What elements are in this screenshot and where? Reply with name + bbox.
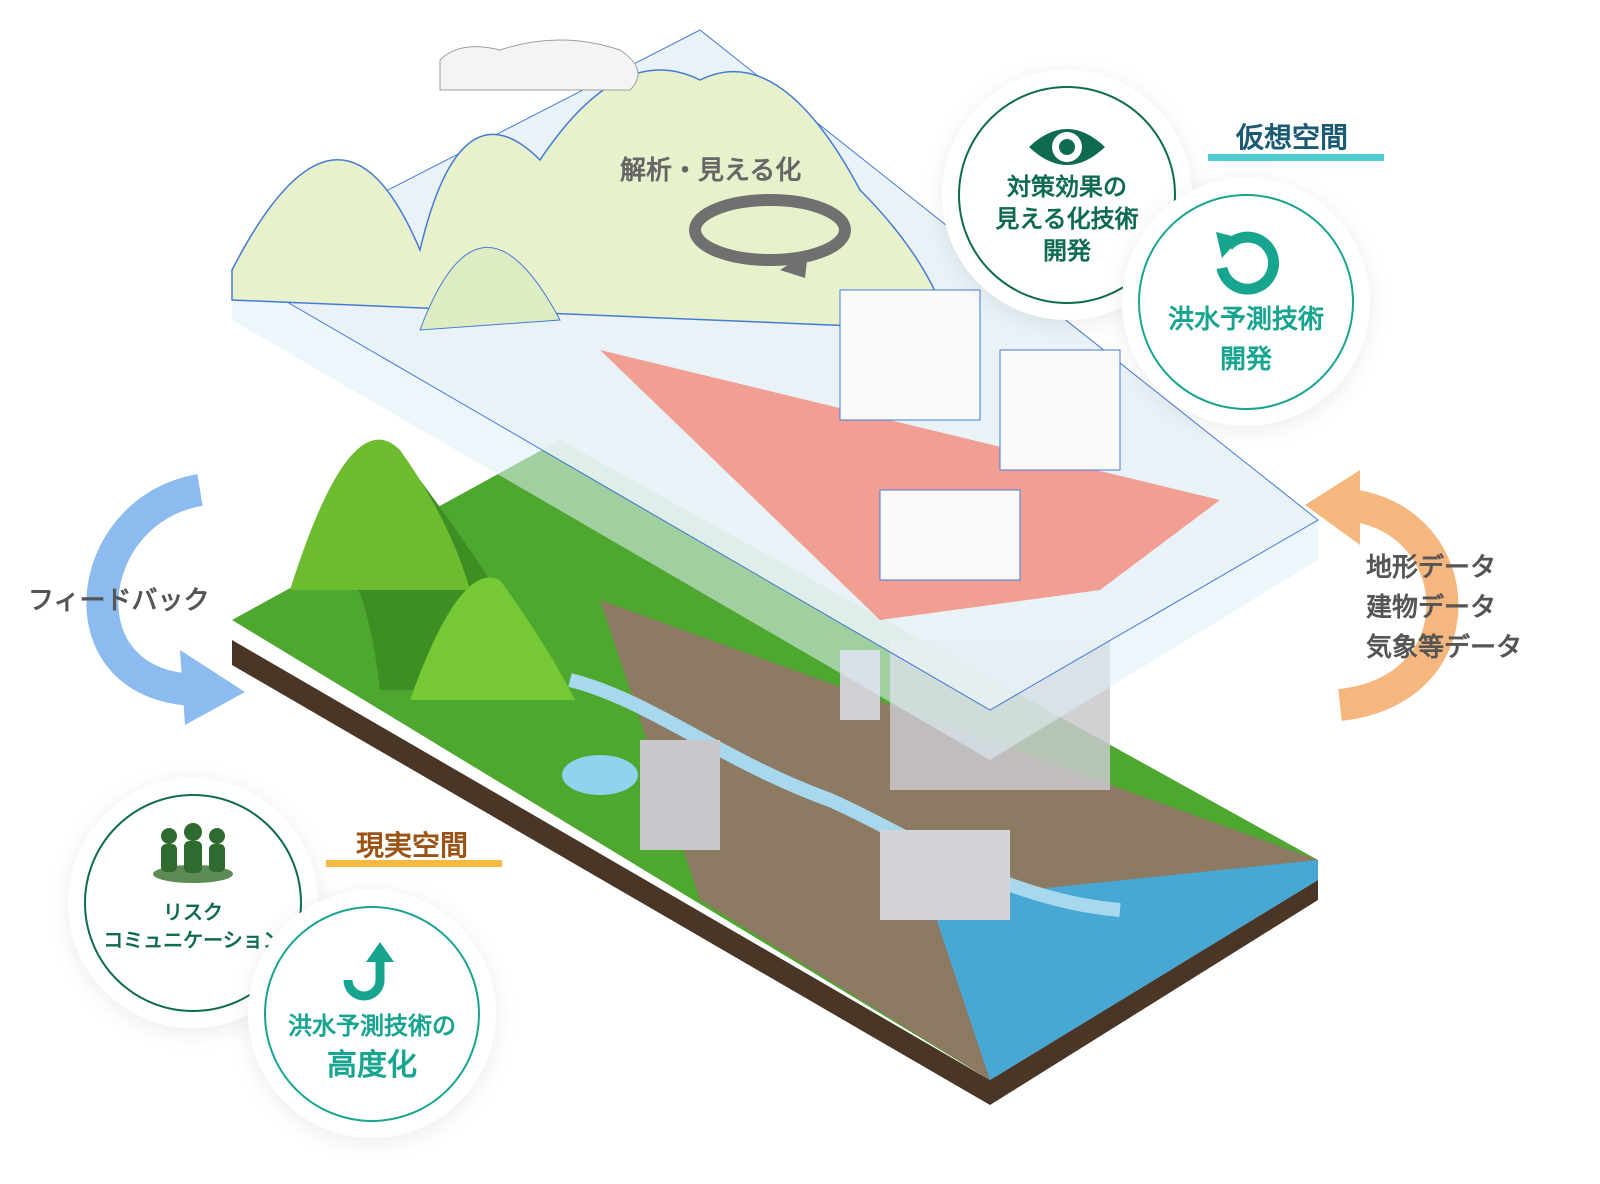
people-icon xyxy=(153,823,233,883)
risk-communication-circle: リスク コミュニケーション xyxy=(84,794,302,1012)
refresh-icon xyxy=(1216,231,1280,295)
real-space-underline xyxy=(326,860,502,867)
real-space-title: 現実空間 xyxy=(356,829,469,862)
circle-text: リスク xyxy=(163,900,223,924)
circle-text: コミュニケーション xyxy=(103,928,283,952)
circle-text: 洪水予測技術の xyxy=(288,1012,456,1040)
circle-text: 開発 xyxy=(1219,345,1272,375)
virtual-space-title: 仮想空間 xyxy=(1236,121,1349,154)
eye-icon xyxy=(1029,129,1105,165)
flood-forecast-advance-circle: 洪水予測技術の 高度化 xyxy=(264,906,480,1122)
data-input-terrain: 地形データ xyxy=(1366,553,1497,583)
visualization-circle: 対策効果の 見える化技術 開発 xyxy=(958,86,1176,304)
data-input-arrow-icon xyxy=(1305,470,1459,721)
virtual-space-underline xyxy=(1208,154,1384,161)
data-inputs-list: 地形データ 建物データ 気象等データ xyxy=(1366,548,1522,668)
circle-text: 高度化 xyxy=(327,1048,417,1083)
circle-text: 対策効果の xyxy=(1007,173,1127,201)
cycle-arrow-icon xyxy=(689,194,851,278)
data-input-weather: 気象等データ xyxy=(1366,633,1523,663)
data-input-building: 建物データ xyxy=(1366,593,1497,623)
circle-text: 開発 xyxy=(1043,237,1091,265)
analysis-label: 解析・見える化 xyxy=(620,156,802,186)
feedback-label: フィードバック xyxy=(28,586,210,616)
feedback-arrow-icon xyxy=(86,474,245,725)
circle-text: 洪水予測技術 xyxy=(1167,305,1324,335)
circle-text: 見える化技術 xyxy=(995,205,1139,233)
flood-forecast-dev-circle: 洪水予測技術 開発 xyxy=(1138,194,1354,410)
up-arrow-icon xyxy=(343,942,394,1001)
